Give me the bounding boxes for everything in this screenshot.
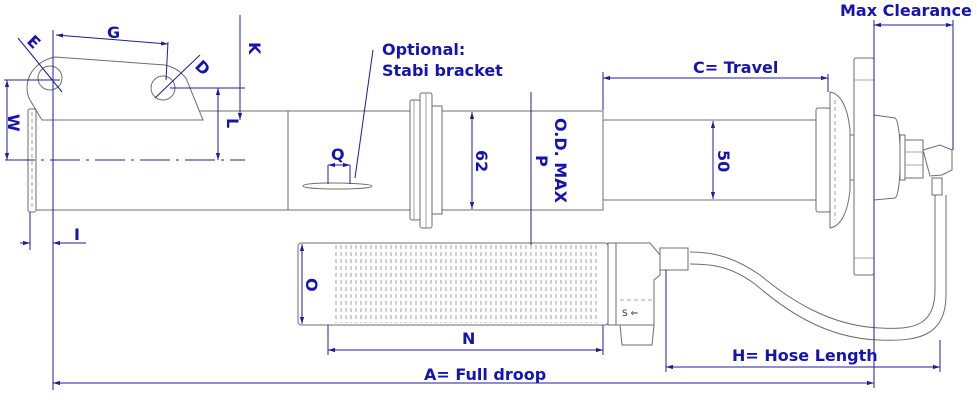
dimension-lines: [4, 15, 954, 390]
label-k: K: [245, 42, 264, 55]
label-travel: C= Travel: [693, 58, 778, 77]
label-optional: Optional:: [382, 40, 465, 59]
spring-collar: [409, 92, 443, 229]
shaft: [602, 91, 851, 229]
svg-text:S ⇐: S ⇐: [622, 309, 639, 319]
label-q: Q: [331, 145, 345, 164]
label-g: G: [107, 23, 120, 42]
label-i: I: [74, 225, 80, 244]
label-o: O: [302, 278, 321, 292]
label-w: W: [4, 114, 23, 132]
label-e: E: [23, 31, 44, 52]
mount-plate: [849, 57, 953, 276]
label-full-droop: A= Full droop: [424, 365, 546, 384]
label-62: 62: [472, 150, 491, 172]
label-l: L: [223, 118, 242, 128]
label-n: N: [462, 329, 475, 348]
label-50: 50: [714, 150, 733, 172]
label-max-clearance: Max Clearance: [840, 1, 972, 20]
label-hose-length: H= Hose Length: [732, 346, 878, 365]
label-p: P: [532, 155, 551, 167]
bracket: [26, 56, 373, 190]
reservoir: S ⇐: [297, 242, 689, 346]
label-od-max: O.D. MAX: [551, 118, 570, 204]
label-stabi-bracket: Stabi bracket: [382, 61, 503, 80]
hose: [689, 177, 947, 341]
